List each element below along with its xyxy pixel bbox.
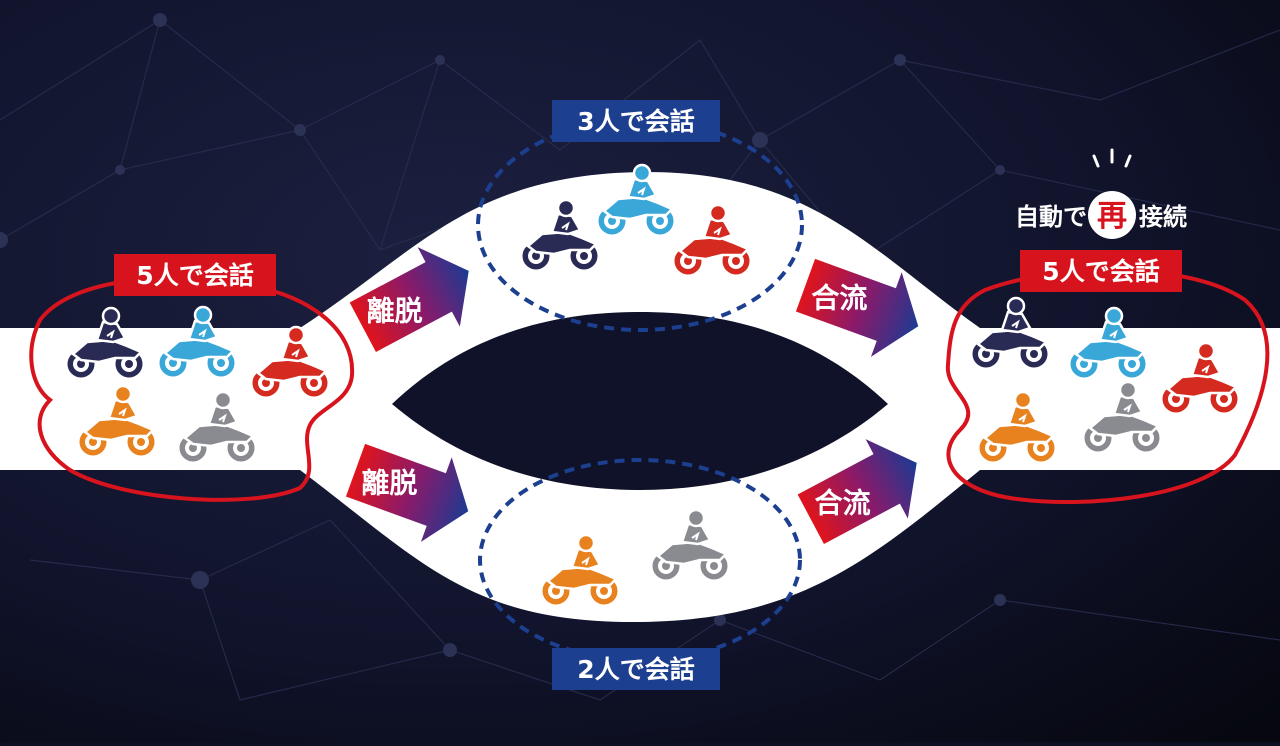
merge-top-arrow: 合流 [795,258,919,357]
svg-text:5人で会話: 5人で会話 [136,261,253,290]
split-top-label: 離脱 [367,294,423,327]
rider-icon [969,296,1051,371]
rider-icon [539,533,621,608]
auto-reconnect-caption: 自動で 再 接続 [1015,148,1187,239]
rider-icon [249,325,331,400]
group-bottom-label: 2人で会話 [552,648,720,690]
rider-icon [1081,380,1163,455]
rider-icon [671,203,753,278]
rider-icon [595,163,677,238]
split-bottom-arrow: 離脱 [345,443,469,542]
rider-icon [76,384,158,459]
riders-layer [64,163,1241,608]
svg-text:5人で会話: 5人で会話 [1042,257,1159,286]
group-right-boundary [945,268,1270,504]
rider-icon [64,306,146,381]
merge-bottom-label: 合流 [815,486,871,519]
group-left-label: 5人で会話 [114,254,276,296]
rider-icon [1067,306,1149,381]
merge-top-label: 合流 [811,281,867,314]
rider-icon [176,390,258,465]
rider-icon [519,198,601,273]
rider-icon [156,305,238,380]
group-right-label: 5人で会話 [1020,250,1182,292]
reconnect-badge-circle [1088,191,1136,239]
reconnect-prefix: 自動で [1015,203,1087,231]
reconnect-badge: 再 [1097,199,1127,234]
rider-icon [1159,341,1241,416]
group-top-label: 3人で会話 [552,100,720,142]
network-nodes [0,13,1006,657]
split-bottom-label: 離脱 [361,466,417,499]
reconnect-suffix: 接続 [1139,203,1187,231]
rider-icon [976,390,1058,465]
road-median [392,312,888,490]
svg-text:2人で会話: 2人で会話 [577,655,694,684]
svg-text:3人で会話: 3人で会話 [577,107,694,136]
rider-icon [649,508,731,583]
merge-bottom-arrow: 合流 [797,439,917,544]
split-top-arrow: 離脱 [349,247,469,352]
emphasis-lines [1092,148,1132,168]
